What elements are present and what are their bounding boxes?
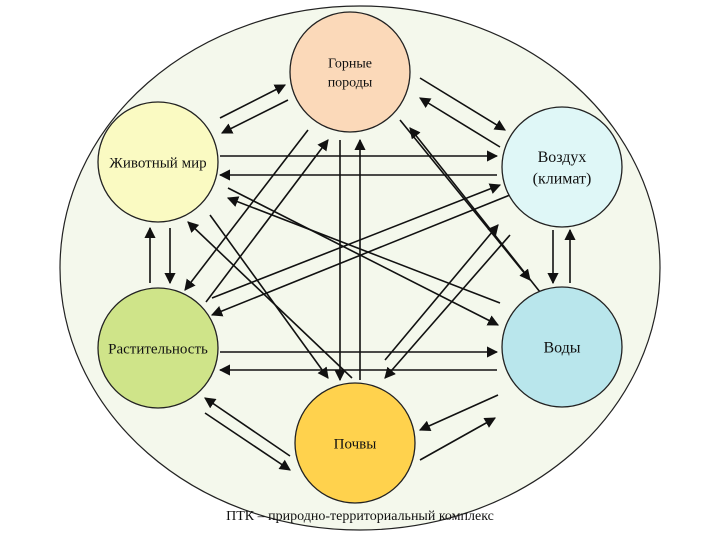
node-animals: Животный мир — [97, 101, 219, 223]
node-plants: Растительность — [97, 287, 219, 409]
connection-arrow — [187, 221, 353, 379]
connection-arrow — [184, 129, 309, 291]
connection-arrow — [384, 234, 511, 379]
node-label: Воздух — [538, 149, 587, 166]
connection-arrow — [204, 397, 291, 457]
connection-arrow — [418, 394, 499, 431]
node-circle — [97, 287, 219, 409]
connection-arrow — [210, 194, 511, 317]
node-label: (климат) — [533, 170, 592, 187]
node-circle — [289, 11, 411, 133]
connection-arrow — [409, 127, 541, 293]
connection-arrow — [384, 224, 499, 361]
node-air: Воздух (климат) — [501, 106, 623, 228]
node-rocks: Горные породы — [289, 11, 411, 133]
connection-arrow — [227, 187, 499, 326]
connection-arrow — [419, 417, 496, 461]
node-label: породы — [328, 75, 373, 90]
node-label: Животный мир — [109, 155, 206, 171]
node-label: Почвы — [334, 436, 377, 452]
diagram-caption: ПТК – природно-территориальный комплекс — [226, 509, 494, 524]
connection-arrow — [419, 77, 506, 131]
connection-arrow — [205, 139, 329, 303]
connection-arrow — [211, 183, 502, 299]
node-circle — [501, 286, 623, 408]
connection-arrow — [219, 84, 286, 119]
connection-arrow — [220, 99, 289, 134]
arrows-layer — [144, 77, 576, 471]
connection-arrow — [204, 412, 291, 471]
node-circle — [501, 106, 623, 228]
node-circle — [294, 382, 416, 504]
connection-arrow — [419, 97, 501, 148]
node-circle — [97, 101, 219, 223]
node-label: Воды — [543, 340, 580, 357]
node-label: Растительность — [108, 341, 208, 357]
node-soil: Почвы — [294, 382, 416, 504]
connection-arrow — [209, 214, 329, 379]
node-label: Горные — [328, 56, 372, 71]
connection-arrow — [226, 196, 501, 304]
node-water: Воды — [501, 286, 623, 408]
